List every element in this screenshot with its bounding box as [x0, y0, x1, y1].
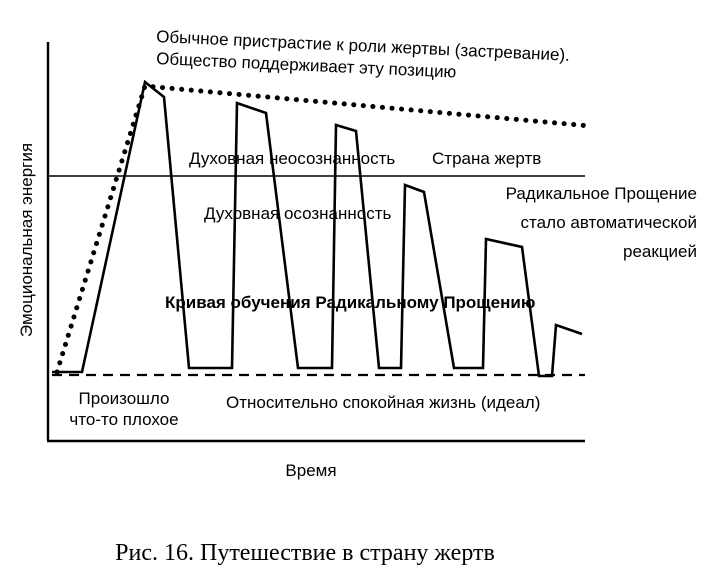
- label-automatic-forgiveness-line2: стало автоматической: [521, 213, 697, 232]
- x-axis-label: Время: [285, 461, 336, 480]
- label-ideal-calm-life: Относительно спокойная жизнь (идеал): [226, 393, 540, 412]
- label-victimland: Страна жертв: [432, 149, 541, 168]
- label-bad-event-line2: что-то плохое: [69, 410, 178, 429]
- label-automatic-forgiveness-line1: Радикальное Прощение: [506, 184, 697, 203]
- label-spiritual-unawareness: Духовная неосознанность: [189, 149, 395, 168]
- y-axis-label: Эмоциональная энергия: [17, 143, 36, 337]
- label-automatic-forgiveness-line3: реакцией: [623, 242, 697, 261]
- figure-caption: Рис. 16. Путешествие в страну жертв: [115, 540, 495, 566]
- victim-addiction-dotted-curve: [54, 83, 593, 375]
- label-bad-event-line1: Произошло: [79, 389, 170, 408]
- label-learning-curve: Кривая обучения Радикальному Прощению: [165, 293, 535, 312]
- learning-curve: [52, 79, 583, 378]
- label-spiritual-awareness: Духовная осознанность: [204, 204, 392, 223]
